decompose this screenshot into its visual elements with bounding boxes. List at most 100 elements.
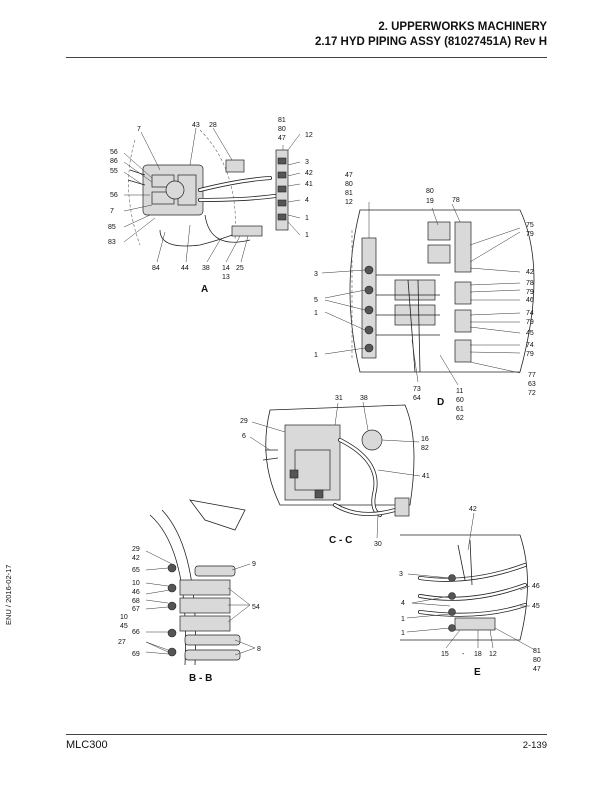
subsection-title: 2.17 HYD PIPING ASSY (81027451A) Rev H — [314, 36, 547, 48]
callout-e: 15 — [441, 651, 449, 658]
callout-e: 47 — [533, 666, 541, 673]
callout-e: 1 — [401, 616, 405, 623]
callout-a: 86 — [110, 158, 118, 165]
callout-bb: 9 — [252, 561, 256, 568]
callout-bb: 27 — [118, 639, 126, 646]
revision-date-note: ENU / 2016-02-17 — [4, 564, 13, 625]
callout-bb: 68 — [132, 598, 140, 605]
callout-cc: 41 — [422, 473, 430, 480]
callout-a: 4 — [305, 197, 309, 204]
callout-cc: 31 — [335, 395, 343, 402]
callout-d: 11 — [456, 388, 463, 395]
callout-a: 14 — [222, 265, 230, 272]
callout-a: 85 — [108, 224, 116, 231]
callout-d: 79 — [526, 289, 534, 296]
callout-bb: 29 — [132, 546, 140, 553]
callout-bb: 67 — [132, 606, 140, 613]
callout-a: 44 — [181, 265, 189, 272]
callout-d: 61 — [456, 406, 464, 413]
callout-d: 1 — [314, 310, 318, 317]
view-d-drawing — [321, 202, 535, 386]
view-e-callouts: 42 3 46 4 45 1 1 15 - 18 12 81 80 47 E — [399, 506, 541, 678]
callout-a: 56 — [110, 192, 118, 199]
callout-e: - — [462, 651, 465, 658]
view-cc-callouts: 31 38 29 6 16 82 41 30 C - C — [240, 395, 430, 548]
callout-a: 28 — [209, 122, 217, 129]
callout-e: 12 — [489, 651, 497, 658]
callout-d: 77 — [528, 372, 536, 379]
callout-e: 81 — [533, 648, 541, 655]
callout-d: 47 — [345, 172, 353, 179]
view-a-drawing — [123, 127, 301, 263]
callout-a: 81 — [278, 117, 286, 124]
callout-cc: 29 — [240, 418, 248, 425]
callout-d: 74 — [526, 342, 534, 349]
callout-e: 45 — [532, 603, 540, 610]
callout-e: 4 — [401, 600, 405, 607]
callout-cc: 82 — [421, 445, 429, 452]
callout-a: 43 — [192, 122, 200, 129]
callout-bb: 42 — [132, 555, 140, 562]
callout-d: 73 — [413, 386, 421, 393]
callout-a: 1 — [305, 215, 309, 222]
callout-d: 79 — [526, 351, 534, 358]
callout-a: 7 — [110, 208, 114, 215]
callout-d: 75 — [526, 222, 534, 229]
callout-a: 38 — [202, 265, 210, 272]
callout-cc: 30 — [374, 541, 382, 548]
callout-e: 80 — [533, 657, 541, 664]
callout-a: 13 — [222, 274, 230, 281]
callout-a: 55 — [110, 168, 118, 175]
callout-d: 80 — [426, 188, 434, 195]
callout-e: 18 — [474, 651, 482, 658]
view-d-label: D — [437, 397, 444, 408]
view-cc-drawing — [249, 401, 421, 539]
callout-bb: 10 — [120, 614, 128, 621]
callout-a: 7 — [137, 126, 141, 133]
callout-d: 62 — [456, 415, 464, 422]
callout-a: 12 — [305, 132, 313, 139]
callout-a: 47 — [278, 135, 286, 142]
callout-d: 19 — [426, 198, 434, 205]
footer-page-number: 2-139 — [522, 740, 547, 751]
callout-d: 78 — [452, 197, 460, 204]
callout-a: 42 — [305, 170, 313, 177]
callout-cc: 38 — [360, 395, 368, 402]
callout-d: 81 — [345, 190, 353, 197]
callout-d: 72 — [528, 390, 536, 397]
callout-e: 46 — [532, 583, 540, 590]
callout-d: 12 — [345, 199, 353, 206]
callout-bb: 10 — [132, 580, 140, 587]
view-bb-label: B - B — [189, 673, 212, 684]
view-d-callouts: 47 80 81 12 80 19 78 75 79 3 42 78 79 5 … — [314, 172, 536, 422]
view-a-label: A — [201, 284, 208, 295]
callout-a: 80 — [278, 126, 286, 133]
callout-d: 79 — [526, 231, 534, 238]
callout-bb: 46 — [132, 589, 140, 596]
footer-rule — [66, 734, 547, 735]
callout-d: 79 — [526, 319, 534, 326]
callout-d: 1 — [314, 352, 318, 359]
header-rule — [66, 57, 547, 58]
callout-d: 3 — [314, 271, 318, 278]
section-title: 2. UPPERWORKS MACHINERY — [378, 21, 547, 33]
callout-bb: 65 — [132, 567, 140, 574]
callout-e: 42 — [469, 506, 477, 513]
callout-bb: 45 — [120, 623, 128, 630]
view-e-drawing — [400, 512, 536, 651]
callout-d: 45 — [526, 330, 534, 337]
callout-d: 46 — [526, 297, 534, 304]
callout-bb: 54 — [252, 604, 260, 611]
callout-d: 78 — [526, 280, 534, 287]
view-a-callouts: 7 43 28 81 80 47 12 56 86 55 3 42 41 56 … — [108, 117, 313, 295]
callout-a: 56 — [110, 149, 118, 156]
view-e-label: E — [474, 667, 481, 678]
callout-bb: 8 — [257, 646, 261, 653]
view-bb-callouts: 29 42 65 9 10 46 68 10 45 67 54 66 27 69… — [118, 546, 261, 684]
callout-d: 63 — [528, 381, 536, 388]
callout-d: 80 — [345, 181, 353, 188]
callout-a: 84 — [152, 265, 160, 272]
callout-e: 1 — [401, 630, 405, 637]
callout-d: 64 — [413, 395, 421, 402]
